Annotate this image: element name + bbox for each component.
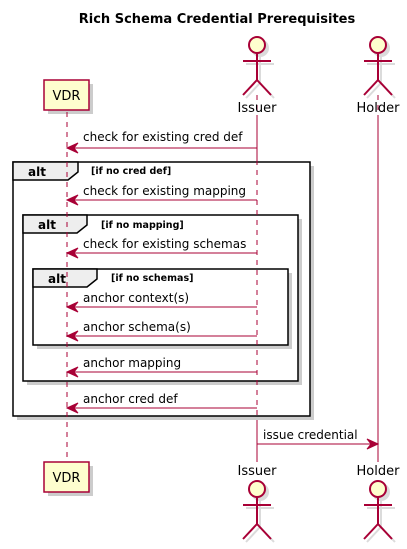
alt-condition-3: [if no schemas]: [111, 273, 193, 284]
message-label: check for existing cred def: [83, 130, 243, 144]
issuer-actor-bottom: Issuer: [238, 464, 278, 543]
message-anchor-contexts: anchor context(s): [65, 291, 257, 313]
message-label: check for existing schemas: [83, 237, 246, 251]
message-label: anchor cred def: [83, 392, 178, 406]
issuer-label-top: Issuer: [238, 101, 278, 116]
vdr-label-top: VDR: [53, 89, 81, 104]
holder-actor-icon: [369, 36, 387, 54]
message-label: anchor context(s): [83, 291, 189, 305]
message-check-schemas: check for existing schemas: [65, 237, 257, 259]
message-label: check for existing mapping: [83, 184, 246, 198]
issuer-actor-icon: [248, 36, 266, 54]
message-label: anchor mapping: [83, 356, 181, 370]
holder-actor-icon: [369, 480, 387, 498]
alt-condition-2: [if no mapping]: [101, 220, 184, 231]
issuer-actor-icon: [248, 480, 266, 498]
message-check-mapping: check for existing mapping: [65, 184, 257, 206]
holder-actor-bottom: Holder: [357, 464, 401, 543]
alt-keyword-2: alt: [38, 218, 56, 232]
holder-actor-top: Holder: [357, 36, 401, 116]
holder-label-top: Holder: [357, 101, 401, 116]
message-check-cred-def: check for existing cred def: [65, 130, 257, 154]
vdr-participant-top: VDR: [43, 79, 93, 114]
alt-keyword-3: alt: [48, 272, 66, 286]
alt-condition-1: [if no cred def]: [91, 166, 171, 177]
issuer-label-bottom: Issuer: [238, 464, 278, 479]
holder-label-bottom: Holder: [357, 464, 401, 479]
message-anchor-cred-def: anchor cred def: [65, 392, 257, 414]
message-label: anchor schema(s): [83, 320, 191, 334]
issuer-actor-top: Issuer: [238, 36, 278, 116]
diagram-title: Rich Schema Credential Prerequisites: [79, 12, 356, 27]
alt-keyword-1: alt: [28, 165, 46, 179]
message-label: issue credential: [263, 428, 358, 442]
message-anchor-mapping: anchor mapping: [65, 356, 257, 378]
message-anchor-schemas: anchor schema(s): [65, 320, 257, 342]
vdr-label-bottom: VDR: [53, 471, 81, 486]
vdr-participant-bottom: VDR: [43, 461, 93, 496]
message-issue-credential: issue credential: [257, 428, 380, 450]
